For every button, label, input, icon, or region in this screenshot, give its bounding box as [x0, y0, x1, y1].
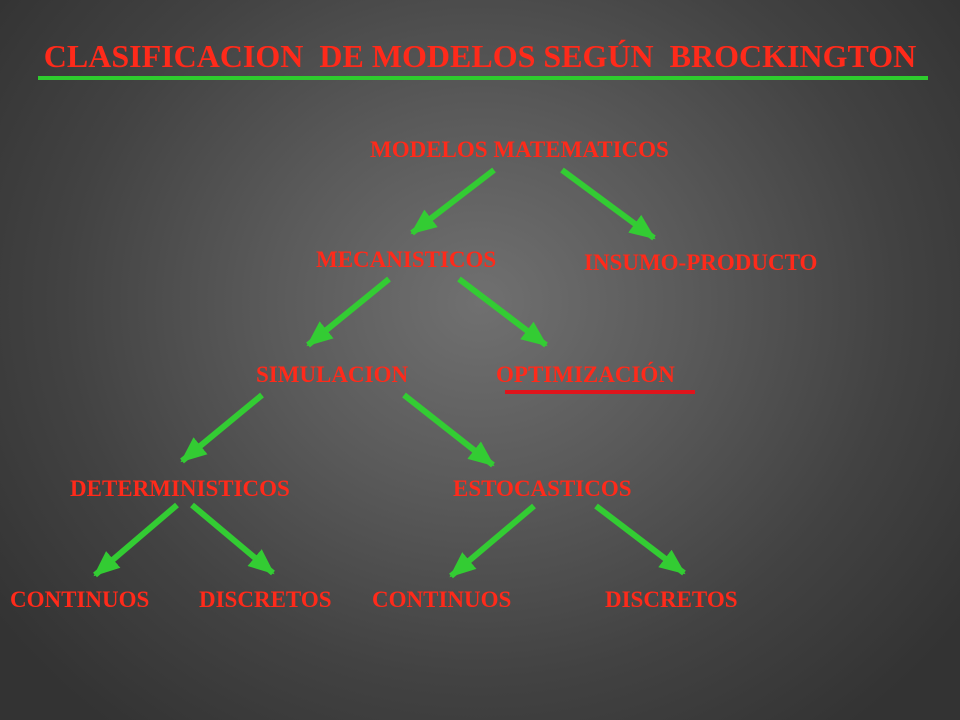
arrow-simulacion-to-deterministicos: [180, 392, 264, 464]
node-deterministicos-continuos: CONTINUOS: [10, 587, 150, 612]
arrow-modelos-to-insumo-producto: [560, 167, 656, 241]
node-simulacion: SIMULACION: [256, 362, 409, 387]
slide-title: CLASIFICACION DE MODELOS SEGÚN BROCKINGT…: [43, 38, 917, 74]
arrow-estocasticos-to-discretos: [594, 503, 686, 576]
arrow-deterministicos-to-continuos: [93, 502, 179, 578]
node-deterministicos: DETERMINISTICOS: [70, 476, 290, 501]
arrow-mecanisticos-to-simulacion: [306, 276, 391, 348]
node-estocasticos: ESTOCASTICOS: [453, 476, 632, 501]
node-insumo-producto: INSUMO-PRODUCTO: [584, 250, 818, 275]
optimizacion-highlight-underline: [505, 390, 695, 394]
title-underline: [38, 76, 928, 80]
arrow-simulacion-to-estocasticos: [402, 392, 495, 468]
arrow-mecanisticos-to-optimizacion: [457, 276, 548, 348]
node-estocasticos-continuos: CONTINUOS: [372, 587, 512, 612]
node-modelos-matematicos: MODELOS MATEMATICOS: [370, 137, 669, 162]
node-optimizacion: OPTIMIZACIÓN: [496, 362, 675, 387]
node-mecanisticos: MECANISTICOS: [316, 247, 497, 272]
arrow-estocasticos-to-continuos: [449, 503, 536, 579]
arrow-modelos-to-mecanisticos: [410, 167, 496, 236]
node-deterministicos-discretos: DISCRETOS: [199, 587, 332, 612]
arrow-deterministicos-to-discretos: [190, 502, 275, 576]
node-estocasticos-discretos: DISCRETOS: [605, 587, 738, 612]
